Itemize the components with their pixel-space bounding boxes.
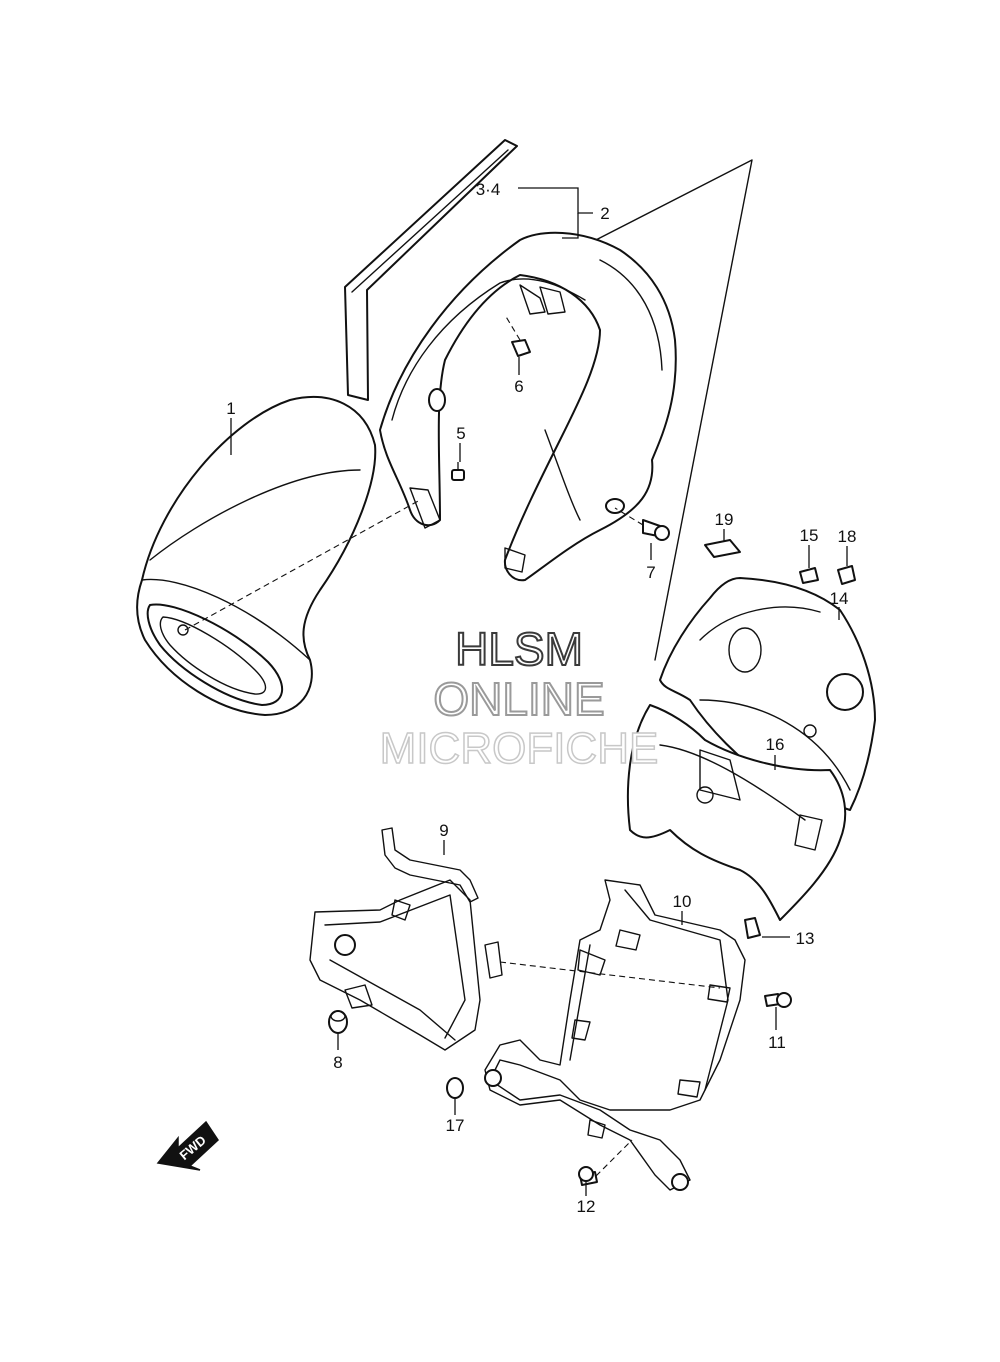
callout-1: 1 — [226, 399, 235, 418]
watermark: HLSM ONLINE MICROFICHE — [379, 622, 659, 774]
callout-10: 10 — [673, 892, 692, 911]
part-11-bolt — [764, 992, 792, 1008]
callout-14: 14 — [830, 589, 849, 608]
callout-6: 6 — [514, 377, 523, 396]
cowl-plane-outline — [587, 159, 753, 661]
part-8-grommet — [328, 1010, 348, 1034]
callout-12: 12 — [577, 1197, 596, 1216]
callout-16: 16 — [766, 735, 785, 754]
callout-9: 9 — [439, 821, 448, 840]
callout-15: 15 — [800, 526, 819, 545]
callout-13: 13 — [796, 929, 815, 948]
callout-5: 5 — [456, 424, 465, 443]
watermark-line-2: ONLINE — [433, 673, 604, 725]
part-10-bracket — [484, 879, 746, 1191]
callout-2: 2 — [600, 204, 609, 223]
part-5-screw — [451, 462, 465, 481]
part-3-4-trim-strip — [344, 139, 518, 401]
callout-11: 11 — [768, 1033, 786, 1052]
part-16-lower-inner-panel — [626, 704, 847, 921]
part-13-grommet — [744, 917, 761, 939]
callout-19: 19 — [715, 510, 734, 529]
part-6-clip — [511, 339, 531, 357]
part-7-push-rivet — [642, 519, 670, 541]
callout-17: 17 — [446, 1116, 465, 1135]
part-15-nut — [799, 567, 819, 584]
part-19-pad — [704, 539, 741, 558]
assembly-lines — [184, 314, 721, 1177]
watermark-line-3: MICROFICHE — [380, 724, 659, 773]
leader-lines — [230, 187, 848, 1196]
part-2-upper-cowl — [379, 231, 677, 582]
part-18-clip — [837, 565, 856, 585]
callout-labels: 3·4 2 1 5 6 7 19 15 18 14 16 9 10 13 11 … — [226, 180, 856, 1216]
part-1-headlight-housing — [136, 396, 377, 716]
callout-18: 18 — [838, 527, 857, 546]
part-14-inner-panel — [659, 577, 876, 811]
watermark-line-1: HLSM — [455, 623, 583, 675]
part-12-bolt — [578, 1166, 598, 1186]
part-9-bracket — [309, 827, 503, 1051]
fwd-arrow-icon: FWD — [156, 1120, 219, 1171]
callout-8: 8 — [333, 1053, 342, 1072]
callout-7: 7 — [646, 563, 655, 582]
part-17-grommet — [446, 1077, 464, 1099]
callout-34: 3·4 — [476, 180, 501, 199]
